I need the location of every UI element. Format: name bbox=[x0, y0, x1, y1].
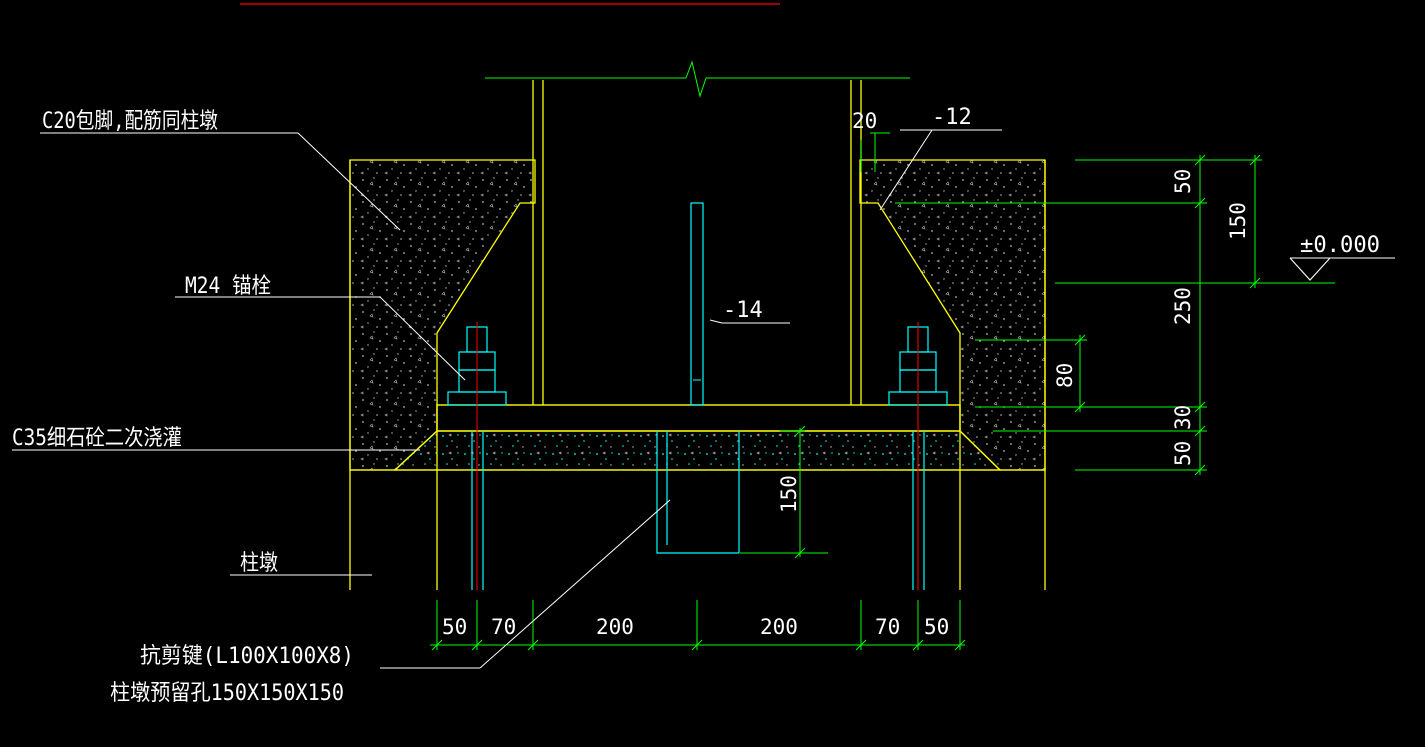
dim-30: 30 bbox=[1171, 405, 1195, 430]
label-c20-encasement: C20包脚,配筋同柱墩 bbox=[42, 109, 218, 134]
label-pier: 柱墩 bbox=[240, 551, 278, 576]
dim-80: 80 bbox=[1053, 363, 1077, 388]
label-elevation: ±0.000 bbox=[1300, 233, 1380, 258]
label-plate-14: -14 bbox=[723, 298, 763, 323]
c20-encasement bbox=[349, 159, 1046, 471]
dim-150-right: 150 bbox=[1226, 202, 1250, 240]
dim-50-top: 50 bbox=[1171, 169, 1195, 194]
encasement-right-fill bbox=[859, 159, 1046, 471]
pier-outline bbox=[349, 160, 1046, 590]
label-m24-anchor-bolt: M24 锚栓 bbox=[185, 274, 271, 299]
dim-gap-20: 20 bbox=[852, 109, 877, 133]
steel-column bbox=[532, 80, 862, 405]
label-reserved-hole: 柱墩预留孔150X150X150 bbox=[110, 681, 344, 706]
dim-250: 250 bbox=[1171, 287, 1195, 325]
stiffener-plate-14 bbox=[690, 202, 704, 406]
dim-50-bottom: 50 bbox=[1171, 441, 1195, 466]
dim-bottom-2: 70 bbox=[491, 615, 516, 639]
encasement-left-fill bbox=[349, 159, 536, 471]
base-plate bbox=[436, 404, 961, 432]
dimension-lines bbox=[430, 60, 1335, 651]
dim-bottom-6: 50 bbox=[924, 615, 949, 639]
dim-150-shear-key: 150 bbox=[777, 475, 801, 513]
dim-bottom-1: 50 bbox=[442, 615, 467, 639]
c35-grout-layer bbox=[393, 430, 1002, 471]
dim-bottom-5: 70 bbox=[875, 615, 900, 639]
label-plate-12: -12 bbox=[932, 105, 972, 130]
elevation-marker bbox=[1289, 257, 1395, 281]
leader-lines bbox=[12, 129, 1002, 669]
dim-bottom-4: 200 bbox=[760, 615, 798, 639]
shear-key bbox=[656, 431, 740, 554]
label-c35-grout: C35细石砼二次浇灌 bbox=[12, 426, 182, 451]
dim-bottom-3: 200 bbox=[596, 615, 634, 639]
label-shear-key: 抗剪键(L100X100X8) bbox=[140, 644, 354, 669]
